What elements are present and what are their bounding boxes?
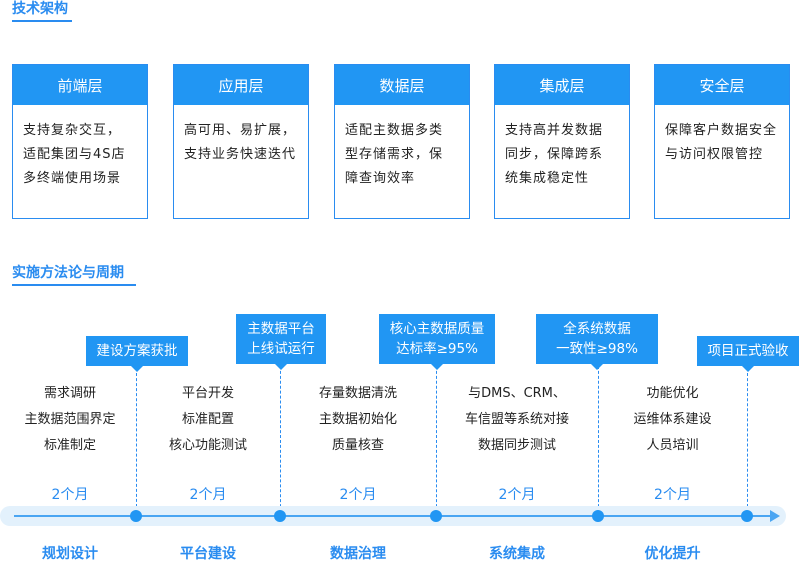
- phase-name: 规划设计: [42, 546, 98, 562]
- layer-desc-line: 统集成稳定性: [505, 171, 590, 186]
- timeline-node: [430, 510, 442, 522]
- layer-desc-line: 障查询效率: [345, 171, 416, 186]
- layer-desc-line: 支持业务快速迭代: [184, 147, 297, 162]
- milestone-text: 达标率≥95%: [396, 341, 478, 357]
- layer-card-data: 数据层 适配主数据多类 型存储需求，保 障查询效率: [334, 64, 470, 219]
- task-item: 人员培训: [646, 438, 699, 453]
- phase-divider: [747, 368, 748, 512]
- task-item: 主数据范围界定: [24, 412, 116, 427]
- milestone-text: 主数据平台: [247, 321, 315, 337]
- layer-card-integration: 集成层 支持高并发数据 同步，保障跨系 统集成稳定性: [494, 64, 630, 219]
- milestone-text: 建设方案获批: [96, 343, 178, 359]
- task-item: 数据同步测试: [477, 438, 556, 453]
- layer-desc-line: 适配主数据多类: [345, 123, 444, 138]
- layer-name: 集成层: [495, 65, 629, 105]
- arch-title-underline: [12, 20, 72, 22]
- layer-desc-line: 多终端使用场景: [23, 171, 122, 186]
- timeline-node: [274, 510, 286, 522]
- task-item: 标准制定: [43, 438, 96, 453]
- phase-name: 系统集成: [489, 546, 545, 562]
- layer-card-application: 应用层 高可用、易扩展， 支持业务快速迭代: [173, 64, 309, 219]
- task-item: 与DMS、CRM、: [468, 386, 566, 401]
- phase-name: 优化提升: [644, 546, 701, 562]
- layer-card-frontend: 前端层 支持复杂交互， 适配集团与4S店 多终端使用场景: [12, 64, 148, 219]
- method-title-underline: [12, 284, 136, 286]
- task-item: 质量核查: [331, 438, 384, 453]
- phase-duration: 2个月: [654, 487, 691, 503]
- task-item: 运维体系建设: [633, 412, 712, 427]
- layer-name: 前端层: [13, 65, 147, 105]
- phase-tasks: 与DMS、CRM、 车信盟等系统对接 数据同步测试: [440, 381, 594, 459]
- layer-card-security: 安全层 保障客户数据安全 与访问权限管控: [654, 64, 790, 219]
- phase-name: 数据治理: [330, 546, 386, 562]
- phase-tasks: 功能优化 运维体系建设 人员培训: [602, 381, 743, 459]
- milestone-text: 全系统数据: [563, 321, 631, 337]
- layer-description: 支持复杂交互， 适配集团与4S店 多终端使用场景: [13, 105, 147, 191]
- phase-duration: 2个月: [189, 487, 227, 503]
- layer-description: 适配主数据多类 型存储需求，保 障查询效率: [335, 105, 469, 191]
- milestone-text: 一致性≥98%: [556, 341, 638, 357]
- phase-tasks: 存量数据清洗 主数据初始化 质量核查: [284, 381, 432, 459]
- layer-desc-line: 高可用、易扩展，: [184, 123, 297, 138]
- phase-divider: [598, 366, 599, 512]
- timeline-arrow-icon: [770, 510, 780, 522]
- layer-description: 高可用、易扩展， 支持业务快速迭代: [174, 105, 308, 167]
- timeline-node: [741, 510, 753, 522]
- layer-desc-line: 同步，保障跨系: [505, 147, 604, 162]
- layer-desc-line: 与访问权限管控: [665, 147, 764, 162]
- task-item: 平台开发: [181, 386, 234, 401]
- milestone-text: 项目正式验收: [707, 343, 789, 359]
- milestone-text: 上线试运行: [247, 341, 315, 357]
- layer-name: 数据层: [335, 65, 469, 105]
- task-item: 车信盟等系统对接: [464, 412, 569, 427]
- method-section-title: 实施方法论与周期: [12, 265, 124, 281]
- layer-description: 支持高并发数据 同步，保障跨系 统集成稳定性: [495, 105, 629, 191]
- timeline-node: [130, 510, 142, 522]
- arch-section-title: 技术架构: [12, 1, 68, 17]
- milestone-badge: 全系统数据 一致性≥98%: [536, 314, 658, 370]
- phase-duration: 2个月: [51, 487, 89, 503]
- task-item: 存量数据清洗: [318, 386, 397, 401]
- task-item: 需求调研: [43, 386, 96, 401]
- task-item: 核心功能测试: [168, 438, 247, 453]
- layer-desc-line: 型存储需求，保: [345, 147, 444, 162]
- phase-divider: [280, 366, 281, 512]
- task-item: 功能优化: [646, 386, 699, 401]
- task-item: 主数据初始化: [318, 412, 397, 427]
- task-item: 标准配置: [181, 412, 234, 427]
- phase-divider: [436, 366, 437, 512]
- phase-duration: 2个月: [498, 487, 536, 503]
- phase-tasks: 平台开发 标准配置 核心功能测试: [140, 381, 276, 459]
- layer-name: 应用层: [174, 65, 308, 105]
- layer-name: 安全层: [655, 65, 789, 105]
- layer-desc-line: 支持高并发数据: [505, 123, 604, 138]
- layer-desc-line: 适配集团与4S店: [23, 147, 126, 162]
- timeline-line: [14, 515, 776, 517]
- milestone-text: 核心主数据质量: [389, 321, 485, 337]
- milestone-badge: 核心主数据质量 达标率≥95%: [379, 314, 495, 370]
- phase-tasks: 需求调研 主数据范围界定 标准制定: [8, 381, 132, 459]
- phase-name: 平台建设: [180, 546, 236, 562]
- timeline-node: [592, 510, 604, 522]
- phase-divider: [136, 368, 137, 512]
- phase-duration: 2个月: [339, 487, 377, 503]
- milestone-badge: 项目正式验收: [697, 336, 799, 372]
- layer-desc-line: 支持复杂交互，: [23, 123, 122, 138]
- milestone-badge: 建设方案获批: [86, 336, 188, 372]
- milestone-badge: 主数据平台 上线试运行: [236, 314, 326, 370]
- layer-desc-line: 保障客户数据安全: [665, 123, 778, 138]
- layer-description: 保障客户数据安全 与访问权限管控: [655, 105, 789, 167]
